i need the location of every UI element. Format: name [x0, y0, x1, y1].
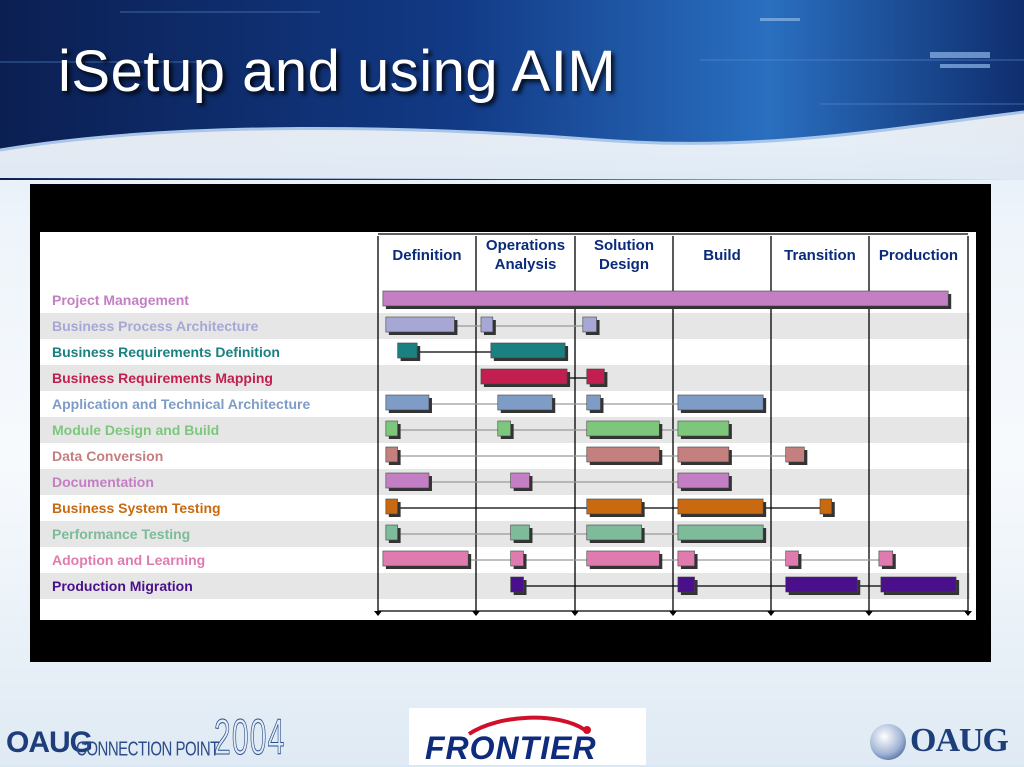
- phase-arrow: [472, 611, 480, 616]
- slide-header: iSetup and using AIM: [0, 0, 1024, 180]
- phase-arrow: [767, 611, 775, 616]
- task-bar: [480, 368, 568, 385]
- task-bar: [677, 498, 764, 515]
- task-bar: [382, 550, 469, 567]
- globe-icon: [870, 724, 906, 760]
- task-bar: [677, 576, 695, 593]
- task-bar: [586, 420, 660, 437]
- task-bar: [397, 342, 418, 359]
- task-bar: [586, 394, 601, 411]
- slide-title: iSetup and using AIM: [58, 39, 617, 104]
- task-bar: [586, 498, 642, 515]
- task-bar: [480, 316, 494, 333]
- phase-header: Definition: [392, 247, 461, 264]
- task-bar: [880, 576, 957, 593]
- task-bar: [677, 472, 730, 489]
- task-bar: [586, 368, 605, 385]
- task-label: Production Migration: [52, 578, 193, 594]
- task-bar: [385, 394, 430, 411]
- task-bar: [677, 394, 764, 411]
- connection-point-text: CONNECTION POINT: [76, 738, 219, 761]
- task-bar: [586, 550, 660, 567]
- frontier-swoosh-icon: [467, 715, 591, 736]
- task-bar: [878, 550, 894, 567]
- phase-arrow: [964, 611, 972, 616]
- task-bar: [497, 420, 511, 437]
- task-label: Module Design and Build: [52, 422, 219, 438]
- oaug-logo-text: OAUG: [6, 726, 93, 759]
- task-label: Documentation: [52, 474, 154, 490]
- task-bar: [510, 524, 530, 541]
- task-label: Performance Testing: [52, 526, 190, 542]
- task-label: Project Management: [52, 292, 189, 308]
- task-bar: [385, 524, 398, 541]
- task-label: Application and Technical Architecture: [52, 396, 310, 412]
- task-bar: [385, 446, 398, 463]
- task-bar: [819, 498, 833, 515]
- task-label: Adoption and Learning: [52, 552, 205, 568]
- task-bar: [510, 472, 530, 489]
- phase-arrow: [571, 611, 579, 616]
- phase-header: Transition: [784, 247, 856, 264]
- phase-arrow: [865, 611, 873, 616]
- oaug-logo-right-text: OAUG: [910, 722, 1009, 759]
- year-text: 2004: [214, 709, 286, 766]
- task-bar: [385, 420, 398, 437]
- task-bar: [677, 420, 730, 437]
- phase-header: Build: [703, 247, 741, 264]
- task-bar: [385, 472, 430, 489]
- task-bar: [490, 342, 566, 359]
- task-bar: [785, 446, 805, 463]
- task-bar: [586, 446, 660, 463]
- task-bar: [385, 316, 455, 333]
- phase-header: Production: [879, 247, 958, 264]
- task-label: Business Process Architecture: [52, 318, 259, 334]
- task-bar: [677, 550, 695, 567]
- task-label: Data Conversion: [52, 448, 163, 464]
- task-label: Business Requirements Mapping: [52, 370, 273, 386]
- oaug-logo-right: OAUG: [870, 722, 1020, 762]
- task-bar: [510, 550, 524, 567]
- oaug-connection-point-logo: OAUG CONNECTION POINT 2004: [6, 709, 296, 766]
- task-label: Business System Testing: [52, 500, 221, 516]
- task-label: Business Requirements Definition: [52, 344, 280, 360]
- phase-arrow: [669, 611, 677, 616]
- task-bar: [385, 498, 398, 515]
- task-bar: [586, 524, 642, 541]
- task-bar: [677, 446, 730, 463]
- frontier-logo: FRONTIER: [409, 708, 646, 766]
- header-background: [0, 0, 1024, 180]
- task-bar: [382, 290, 949, 307]
- frontier-logo-text: FRONTIER: [425, 730, 597, 766]
- task-bar: [785, 576, 858, 593]
- task-bar: [582, 316, 597, 333]
- phase-arrow: [374, 611, 382, 616]
- task-bar: [497, 394, 553, 411]
- task-bar: [510, 576, 524, 593]
- task-bar: [677, 524, 764, 541]
- task-bar: [785, 550, 799, 567]
